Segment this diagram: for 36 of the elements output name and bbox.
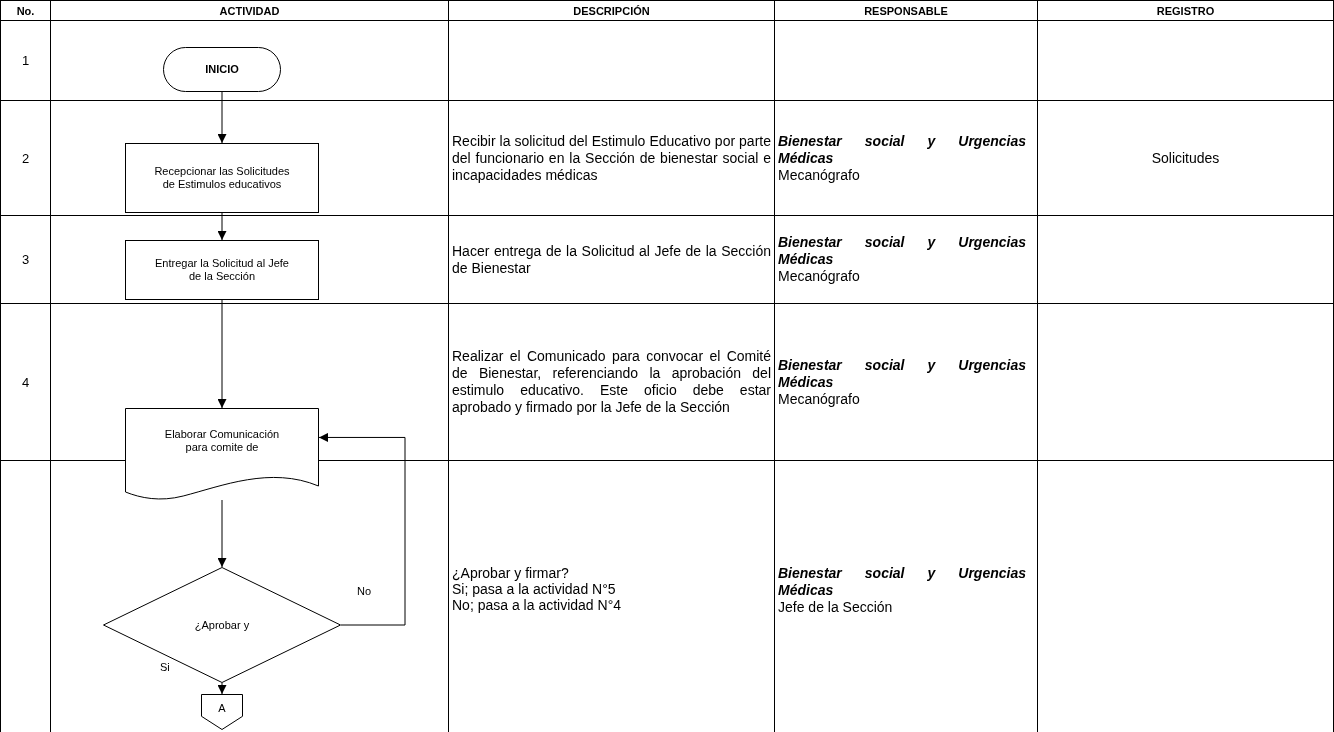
arrow <box>217 299 227 409</box>
department-name: Bienestar social y Urgencias Médicas <box>778 132 1026 167</box>
role-text: Mecanógrafo <box>778 166 861 184</box>
department-name: Bienestar social y Urgencias Médicas <box>778 565 1026 599</box>
edge-label: No <box>357 585 372 597</box>
column-header: ACTIVIDAD <box>219 4 280 17</box>
description-text: No; pasa a la actividad N°4 <box>452 597 623 613</box>
department-name: Bienestar social y Urgencias Médicas <box>778 234 1026 268</box>
column-header: RESPONSABLE <box>864 4 948 17</box>
row-number: 3 <box>21 252 30 267</box>
role-text: Jefe de la Sección <box>778 599 894 616</box>
description-text: Hacer entrega de la Solicitud al Jefe de la Sección de Bienestar <box>452 242 771 277</box>
process-box: Recepcionar las Solicitudes de Estimulos educativos <box>125 143 319 213</box>
column-header: REGISTRO <box>1156 4 1215 17</box>
edge-label: Si <box>160 661 170 673</box>
arrow <box>217 499 227 568</box>
role-text: Mecanógrafo <box>778 268 861 285</box>
process-box: Entregar la Solicitud al Jefe de la Sección <box>125 240 319 300</box>
description-text: Recibir la solicitud del Estimulo Educativo por parte del funcionario en la Sección de bienestar social e incapacidades médicas <box>452 132 771 184</box>
column-header: No. <box>16 4 35 17</box>
row-number: 2 <box>21 150 30 166</box>
document-shape: Elaborar Comunicación para comite de <box>125 408 319 500</box>
description-text: ¿Aprobar y firmar? <box>452 565 570 581</box>
arrow <box>217 91 227 144</box>
description-text: Si; pasa a la actividad N°5 <box>452 581 617 597</box>
arrow <box>318 432 406 626</box>
row-number: 4 <box>21 374 30 390</box>
row-number: 1 <box>21 53 30 68</box>
department-name: Bienestar social y Urgencias Médicas <box>778 356 1026 391</box>
description-text: Realizar el Comunicado para convocar el Comité de Bienestar, referenciando la aprobación del estimulo educativo. Este oficio debe estar aprobado y firmado por la Jefe de la Sección <box>452 348 771 416</box>
column-header: DESCRIPCIÓN <box>573 4 650 17</box>
record-text: Solicitudes <box>1151 150 1220 166</box>
arrow <box>217 212 227 241</box>
role-text: Mecanógrafo <box>778 390 861 408</box>
arrow <box>217 682 227 695</box>
off-page-connector: A <box>201 694 243 730</box>
